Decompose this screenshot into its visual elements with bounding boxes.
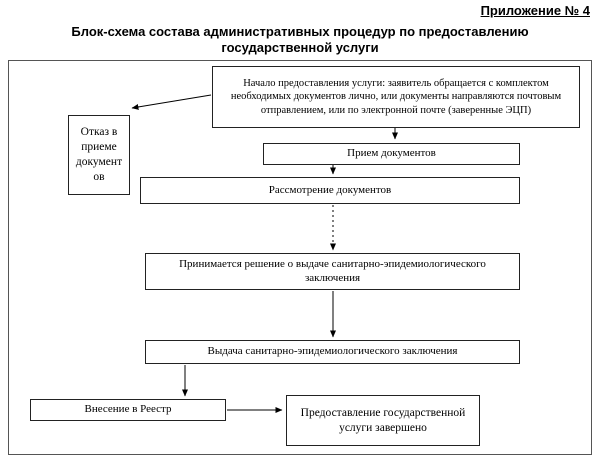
- page-title-text: Блок-схема состава административных проц…: [71, 24, 529, 56]
- diagram-border: [8, 60, 592, 455]
- node-reception: Прием документов: [263, 143, 520, 165]
- node-refusal-label: Отказ в приеме документов: [75, 126, 123, 183]
- node-register-label: Внесение в Реестр: [84, 403, 172, 416]
- node-completion-label: Предоставление государственной услуги за…: [300, 407, 466, 434]
- node-decision-label: Принимается решение о выдаче санитарно-э…: [179, 257, 486, 284]
- appendix-label: Приложение № 4: [480, 3, 590, 18]
- node-refusal: Отказ в приеме документов: [68, 115, 130, 195]
- node-decision: Принимается решение о выдаче санитарно-э…: [145, 253, 520, 290]
- node-start-label: Начало предоставления услуги: заявитель …: [230, 78, 562, 116]
- node-review-label: Рассмотрение документов: [268, 183, 392, 196]
- node-start: Начало предоставления услуги: заявитель …: [212, 66, 580, 128]
- node-review: Рассмотрение документов: [140, 177, 520, 204]
- page-title: Блок-схема состава административных проц…: [0, 24, 600, 57]
- node-completion: Предоставление государственной услуги за…: [286, 395, 480, 446]
- node-reception-label: Прием документов: [347, 147, 436, 160]
- node-issuance-label: Выдача санитарно-эпидемиологического зак…: [207, 345, 458, 358]
- node-issuance: Выдача санитарно-эпидемиологического зак…: [145, 340, 520, 364]
- node-register: Внесение в Реестр: [30, 399, 226, 421]
